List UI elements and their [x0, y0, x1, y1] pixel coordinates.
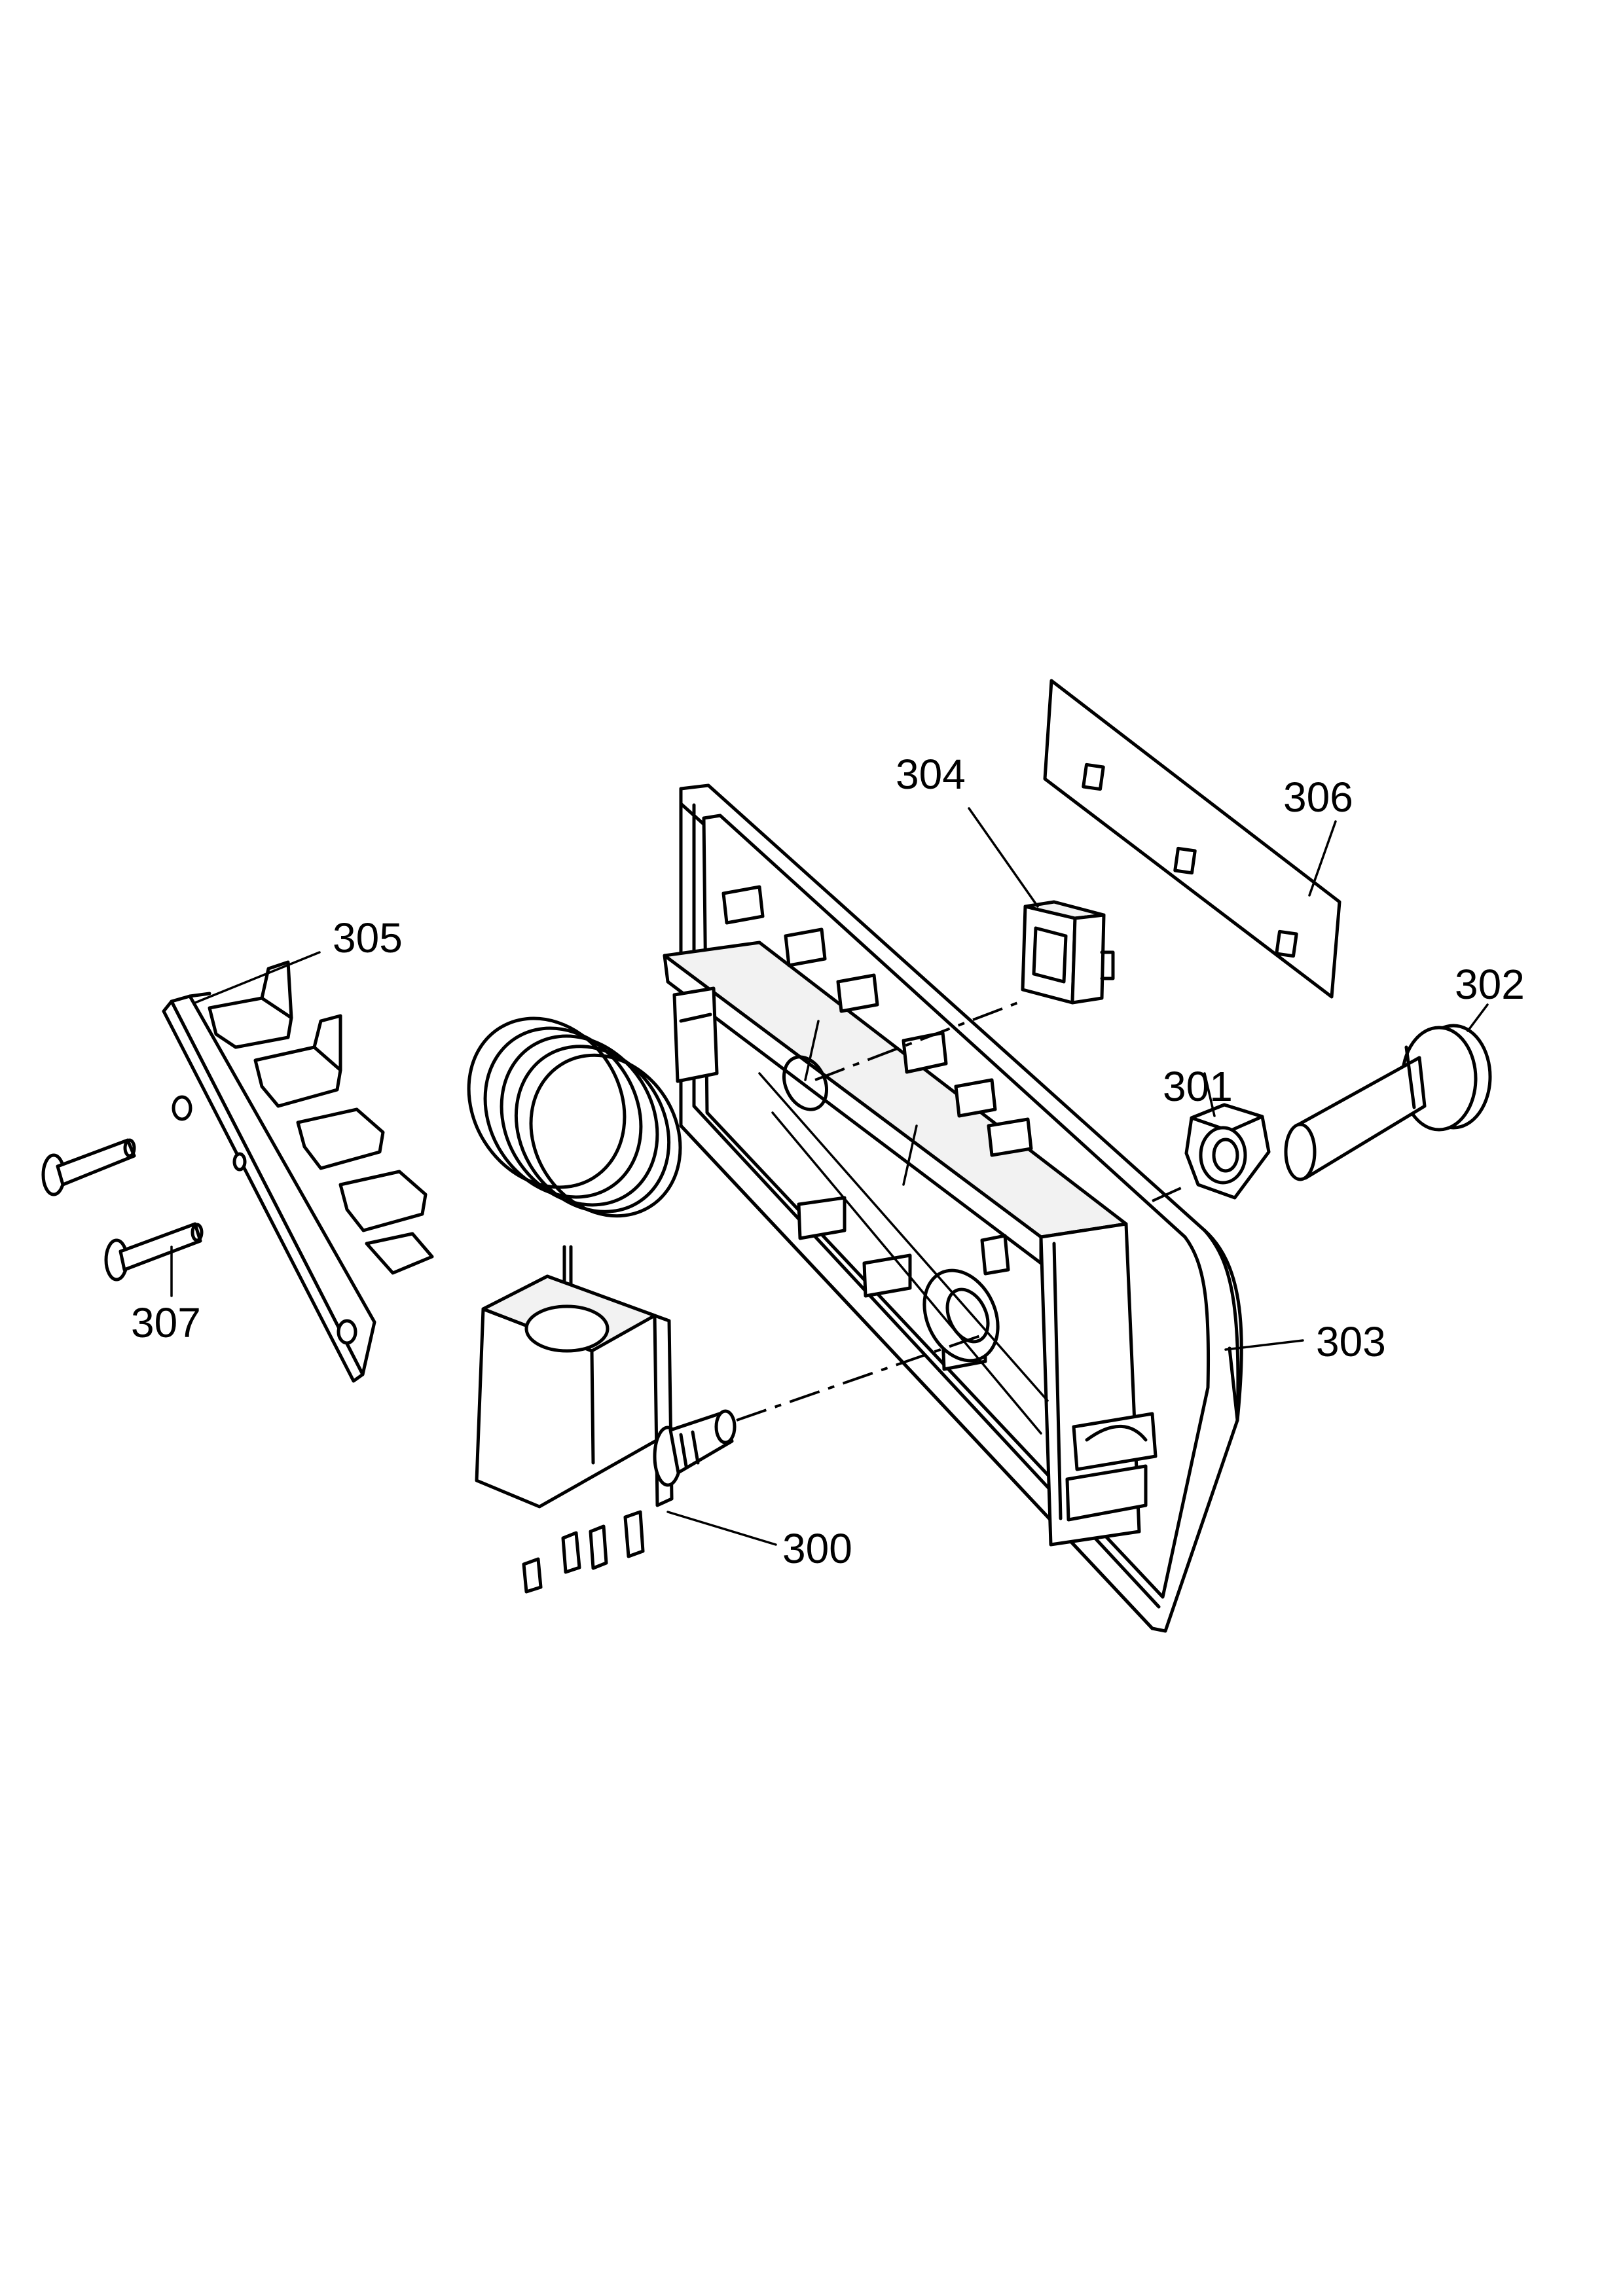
assembly-axis-line-right	[1152, 1183, 1189, 1202]
part-302-knob	[1284, 1024, 1492, 1181]
label-306: 306	[1283, 774, 1353, 821]
part-305-switch-panel	[162, 960, 434, 1383]
part-301-nut	[1184, 1103, 1271, 1200]
label-304: 304	[896, 751, 966, 798]
label-300: 300	[782, 1525, 852, 1572]
label-301: 301	[1163, 1063, 1233, 1110]
part-306-label-strip	[1043, 679, 1341, 999]
leader-lines	[170, 807, 1489, 1546]
label-307: 307	[131, 1299, 201, 1346]
part-300-thermostat	[467, 1016, 737, 1594]
assembly-axis-line	[736, 1334, 983, 1422]
part-307-screws	[41, 1138, 204, 1282]
part-304-indicator-lens	[1021, 900, 1115, 1005]
assembly-axis-line-upper	[814, 1000, 1022, 1081]
label-305: 305	[333, 914, 403, 961]
label-303: 303	[1316, 1318, 1386, 1365]
label-302: 302	[1455, 961, 1525, 1008]
part-303-housing	[663, 783, 1243, 1633]
